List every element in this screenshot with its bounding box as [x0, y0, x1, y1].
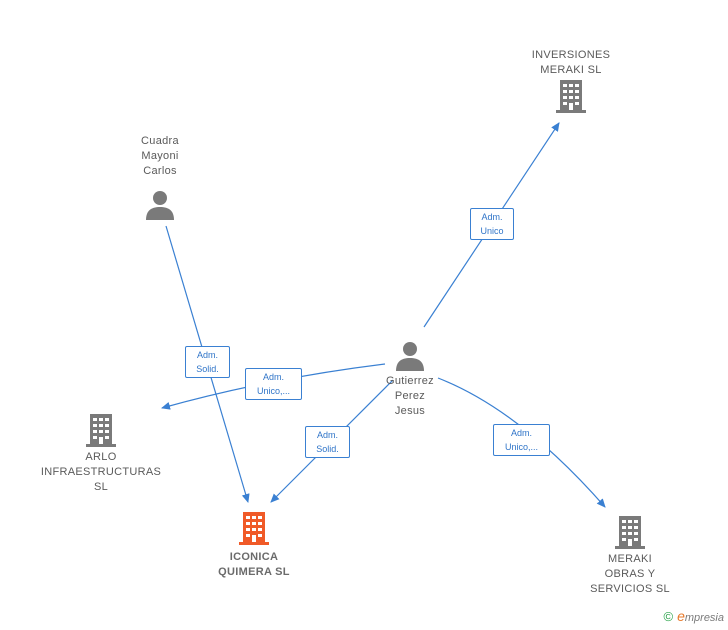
empresia-logo: ©empresia	[663, 608, 724, 624]
edge-label-adm-solid: Adm. Solid.	[185, 346, 230, 378]
building-icon	[86, 414, 116, 447]
edge-label-adm-solid: Adm. Solid.	[305, 426, 350, 458]
logo-text: mpresia	[684, 612, 724, 624]
building-icon	[615, 516, 645, 549]
building-icon	[556, 80, 586, 113]
logo-letter: e	[677, 608, 685, 624]
building-icon	[239, 512, 269, 545]
node-label: ICONICA QUIMERA SL	[218, 551, 290, 578]
person-icon	[146, 191, 174, 220]
edge-label-adm-unico: Adm. Unico	[470, 208, 514, 240]
copyright-symbol: ©	[663, 609, 674, 624]
node-meraki-obras-servicios[interactable]: MERAKI OBRAS Y SERVICIOS SL	[574, 514, 686, 597]
node-inversiones-meraki[interactable]: INVERSIONES MERAKI SL	[510, 48, 632, 114]
node-label: ARLO INFRAESTRUCTURAS SL	[40, 451, 162, 493]
node-label: MERAKI OBRAS Y SERVICIOS SL	[590, 553, 670, 595]
node-gutierrez-perez-jesus[interactable]: Gutierrez Perez Jesus	[370, 340, 450, 419]
edge-label-adm-unico-etc: Adm. Unico,...	[493, 424, 550, 456]
person-icon	[396, 342, 424, 371]
node-label: Cuadra Mayoni Carlos	[141, 135, 179, 177]
node-arlo-infraestructuras[interactable]: ARLO INFRAESTRUCTURAS SL	[30, 412, 172, 495]
edge-label-adm-unico-etc: Adm. Unico,...	[245, 368, 302, 400]
node-label: Gutierrez Perez Jesus	[386, 375, 434, 417]
node-label: INVERSIONES MERAKI SL	[531, 49, 611, 76]
node-cuadra-mayoni-carlos[interactable]: Cuadra Mayoni Carlos	[120, 134, 200, 221]
node-iconica-quimera[interactable]: ICONICA QUIMERA SL	[198, 510, 310, 580]
